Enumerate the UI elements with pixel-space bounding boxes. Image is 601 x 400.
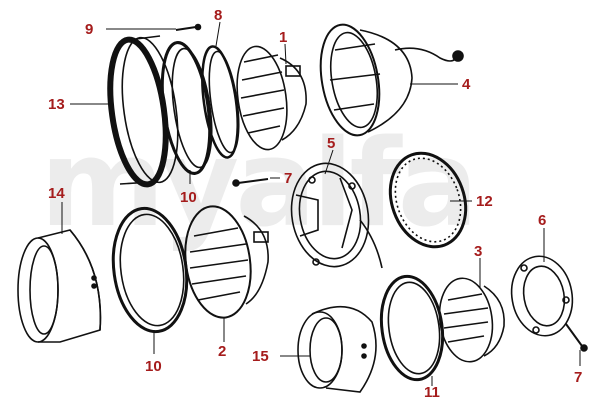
callout-15: 15 — [252, 348, 269, 365]
part-1-lens-unit — [236, 45, 307, 151]
leader-lines — [61, 21, 581, 386]
callout-11: 11 — [424, 384, 440, 400]
part-11-ring — [379, 274, 445, 382]
callout-13: 13 — [48, 96, 65, 113]
callout-12: 12 — [476, 193, 493, 210]
part-7-screw-right — [565, 323, 588, 352]
part-9-screw — [175, 23, 202, 31]
part-7-screw-middle — [232, 178, 269, 187]
callout-7-middle: 7 — [284, 170, 292, 187]
watermark: myalfa — [40, 115, 475, 254]
callout-5: 5 — [327, 135, 335, 152]
callout-10-lower: 10 — [145, 358, 162, 375]
callout-3: 3 — [474, 243, 482, 260]
part-8-thin-ring — [201, 45, 240, 159]
callout-9: 9 — [85, 21, 93, 38]
callout-6: 6 — [538, 212, 546, 229]
part-14-chrome-rim — [17, 229, 102, 343]
callout-7-right: 7 — [574, 369, 582, 386]
part-4-headlamp-bowl — [319, 23, 464, 137]
callout-1: 1 — [279, 29, 287, 46]
part-6-adjusting-plate — [510, 255, 574, 337]
callout-2: 2 — [218, 343, 226, 360]
callout-4: 4 — [462, 76, 471, 93]
part-10-retaining-ring-upper — [160, 41, 213, 175]
part-15-chrome-ring — [297, 305, 377, 393]
callout-14: 14 — [48, 185, 65, 202]
callout-10-upper: 10 — [180, 189, 197, 206]
part-5-mounting-shell — [290, 162, 383, 269]
callout-8: 8 — [214, 7, 222, 24]
part-3-small-lens — [438, 277, 505, 363]
part-2-lens-unit — [184, 205, 269, 319]
